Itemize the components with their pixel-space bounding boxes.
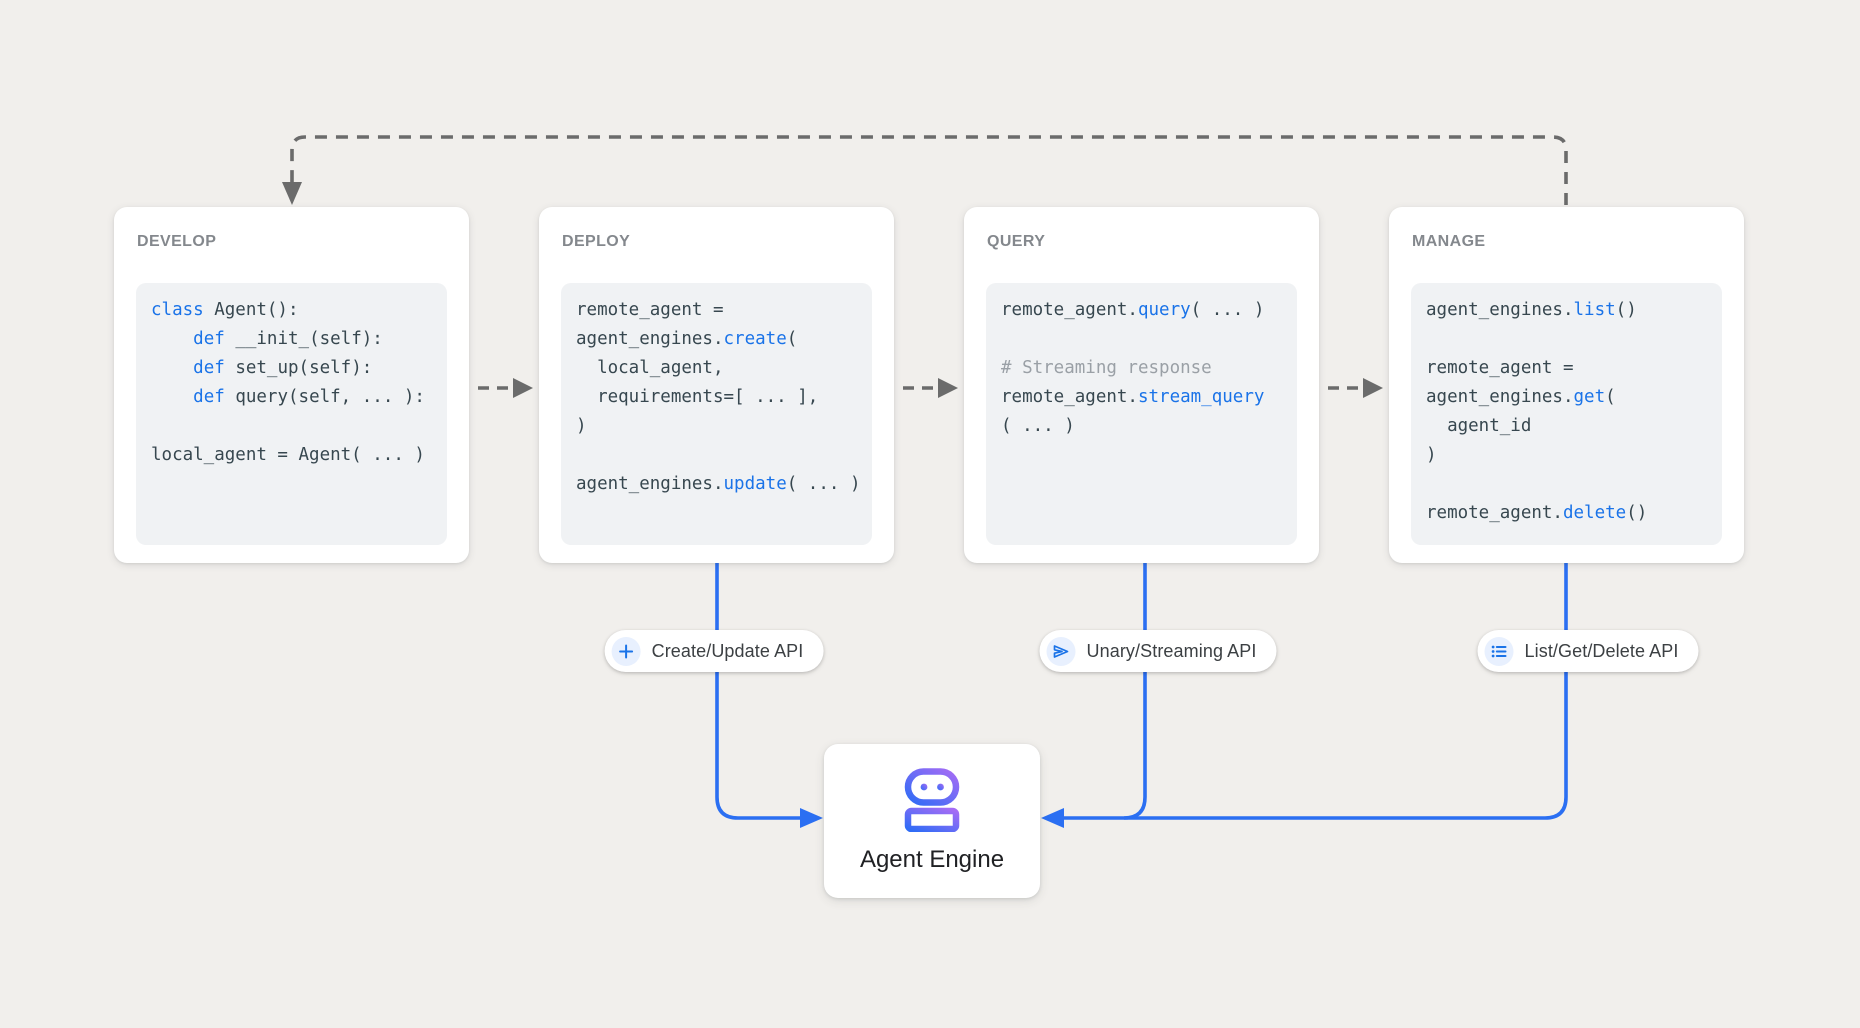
arrowhead-right-icon [800, 808, 823, 828]
agent-engine-label: Agent Engine [859, 846, 1005, 873]
code-block: agent_engines.list() remote_agent = agen… [1411, 283, 1722, 545]
card-title: MANAGE [1412, 233, 1486, 250]
list-icon [1484, 636, 1514, 666]
pill-list-get-delete-api: List/Get/Delete API [1477, 630, 1699, 672]
code-block: remote_agent = agent_engines.create( loc… [561, 283, 872, 545]
card-title: DEPLOY [562, 233, 631, 250]
pill-label: Unary/Streaming API [1086, 640, 1257, 661]
arrowhead-right-icon [938, 378, 958, 398]
card-manage: MANAGE agent_engines.list() remote_agent… [1389, 207, 1744, 563]
card-title: QUERY [987, 233, 1046, 250]
arrowhead-right-icon [513, 378, 533, 398]
query-to-engine-line [1123, 562, 1147, 820]
pill-label: Create/Update API [651, 640, 804, 661]
pill-create-update-api: Create/Update API [604, 630, 824, 672]
pill-unary-streaming-api: Unary/Streaming API [1039, 630, 1277, 672]
card-title: DEVELOP [137, 233, 217, 250]
manage-to-develop-dashed-line [290, 135, 1568, 205]
manage-to-engine-line [1062, 562, 1568, 820]
plus-icon [611, 636, 641, 666]
arrowhead-right-icon [1363, 378, 1383, 398]
code-block: remote_agent.query( ... ) # Streaming re… [986, 283, 1297, 545]
robot-icon [904, 768, 960, 833]
card-deploy: DEPLOY remote_agent = agent_engines.crea… [539, 207, 894, 563]
code-block: class Agent(): def __init_(self): def se… [136, 283, 447, 545]
arrowhead-down-icon [282, 182, 302, 205]
agent-engine-node: Agent Engine [824, 744, 1040, 898]
pill-label: List/Get/Delete API [1524, 640, 1679, 661]
send-icon [1046, 636, 1076, 666]
card-query: QUERY remote_agent.query( ... ) # Stream… [964, 207, 1319, 563]
arrowhead-left-icon [1041, 808, 1064, 828]
card-develop: DEVELOP class Agent(): def __init_(self)… [114, 207, 469, 563]
deploy-to-engine-line [715, 562, 802, 820]
